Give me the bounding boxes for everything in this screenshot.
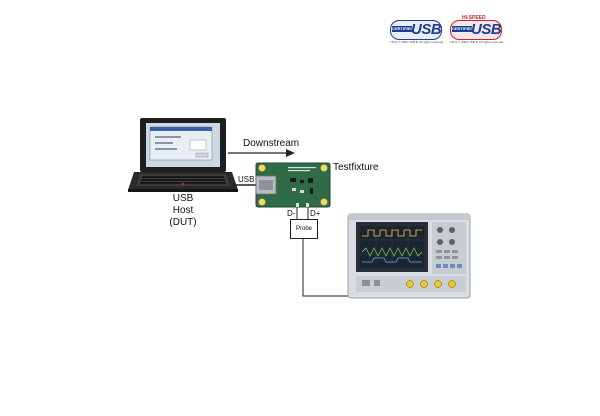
oscilloscope	[347, 213, 471, 299]
d-minus-label: D-	[287, 209, 296, 218]
usb-cable-label: USB	[238, 175, 255, 184]
usb-hs-logo-badge	[450, 20, 502, 40]
test-fixture-board	[255, 162, 331, 208]
usb-hi-speed-logo: HI-SPEED CERTIFIED USB TM & © 2003 USB-I…	[450, 15, 504, 44]
downstream-arrow	[228, 149, 295, 157]
d-plus-label: D+	[310, 209, 321, 218]
host-label-line1: USB	[172, 193, 194, 204]
usb-logo-badge	[390, 20, 442, 40]
usb-hs-logo-text: USB	[471, 21, 502, 38]
probe-label: Probe	[295, 226, 312, 232]
probe-box	[290, 219, 318, 239]
host-label: USB Host (DUT)	[163, 194, 203, 228]
usb-certified-logo: CERTIFIED USB TM & © 2003 USB-IF All rig…	[390, 20, 444, 44]
usb-logo-footnote: TM & © 2003 USB-IF All rights reserved	[390, 40, 444, 44]
usb-hs-logo-cert-text: CERTIFIED	[452, 26, 474, 32]
host-label-line2: Host	[172, 205, 194, 216]
testfixture-label: Testfixture	[333, 162, 379, 173]
laptop-host	[128, 118, 238, 192]
usb-hs-speed-text: HI-SPEED	[462, 15, 486, 21]
host-label-line3: (DUT)	[169, 217, 197, 228]
downstream-label: Downstream	[243, 138, 300, 149]
usb-logo-text: USB	[411, 21, 442, 38]
usb-logo-cert-text: CERTIFIED	[392, 26, 414, 32]
usb-hs-logo-footnote: TM & © 2003 USB-IF All rights reserved	[450, 40, 504, 44]
